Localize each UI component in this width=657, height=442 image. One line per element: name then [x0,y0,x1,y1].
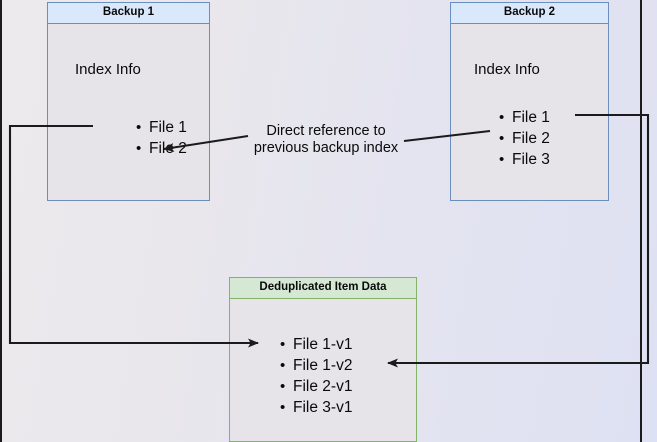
deduplicated-file-list: File 1-v1 File 1-v2 File 2-v1 File 3-v1 [275,334,353,418]
backup-2-box[interactable]: Backup 2 Index Info File 1 File 2 File 3 [450,2,609,201]
list-item: File 2 [136,138,187,159]
backup-1-file-list: File 1 File 2 [131,117,187,159]
backup-1-header: Backup 1 [48,3,209,24]
backup-1-box[interactable]: Backup 1 Index Info File 1 File 2 [47,2,210,201]
deduplicated-item-data-box[interactable]: Deduplicated Item Data File 1-v1 File 1-… [229,277,417,442]
list-item: File 2-v1 [280,376,353,397]
deduplicated-item-data-body: File 1-v1 File 1-v2 File 2-v1 File 3-v1 [230,299,416,441]
deduplicated-item-data-header: Deduplicated Item Data [230,278,416,299]
list-item: File 3 [499,149,550,170]
list-item: File 1 [136,117,187,138]
list-item: File 1 [499,107,550,128]
backup-1-body: Index Info File 1 File 2 [48,24,209,200]
direct-reference-line-2: previous backup index [253,140,399,156]
page-right-border [640,0,642,442]
backup-2-header: Backup 2 [451,3,608,24]
list-item: File 2 [499,128,550,149]
direct-reference-line-1: Direct reference to [266,123,386,139]
list-item: File 3-v1 [280,397,353,418]
backup-2-body: Index Info File 1 File 2 File 3 [451,24,608,200]
backup-1-index-info-label: Index Info [75,61,141,78]
backup-2-index-info-label: Index Info [474,61,540,78]
backup-2-file-list: File 1 File 2 File 3 [494,107,550,170]
page-left-border [0,0,2,442]
list-item: File 1-v1 [280,334,353,355]
direct-reference-annotation: Direct reference to previous backup inde… [252,123,400,157]
list-item: File 1-v2 [280,355,353,376]
